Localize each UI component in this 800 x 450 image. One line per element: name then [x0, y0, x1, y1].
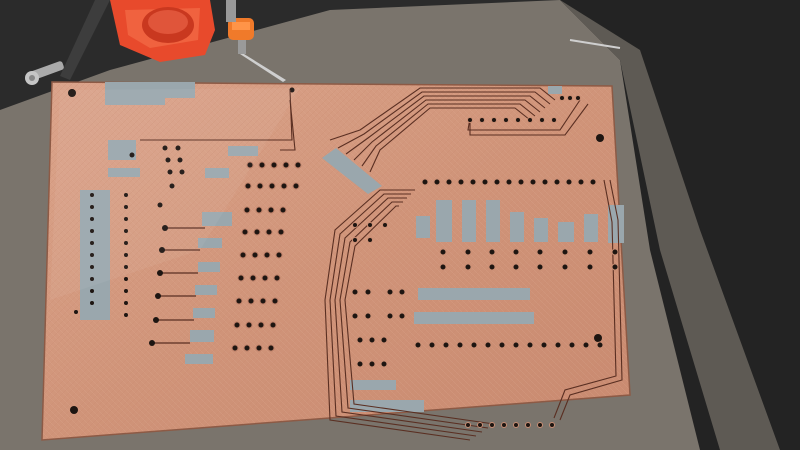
- mounting-hole: [594, 334, 602, 342]
- bottom-header-row: [414, 341, 604, 349]
- top-header-row: [467, 95, 581, 123]
- left-dip-footprint: [74, 193, 128, 317]
- signal-bus-traces: [140, 87, 623, 441]
- engraving-bit: [226, 0, 286, 82]
- bottom-edge-row: [465, 422, 555, 428]
- mid-left-pads: [351, 222, 406, 368]
- probe-needle: [569, 39, 621, 49]
- screw: [25, 61, 64, 85]
- header-pad-grid: [231, 161, 302, 352]
- mounting-hole: [70, 406, 78, 414]
- connector-pad-columns: [439, 248, 619, 271]
- mounting-hole: [596, 134, 604, 142]
- resistor-rows: [152, 227, 205, 344]
- board-highlight: [50, 88, 300, 300]
- middle-header-row: [421, 178, 597, 186]
- resistor-pads: [149, 225, 168, 346]
- exposed-substrate-areas: [80, 82, 624, 412]
- top-left-holes: [129, 87, 295, 208]
- felt-mat-fold: [560, 0, 780, 450]
- bit-holder: [110, 0, 215, 62]
- mounting-hole: [68, 89, 76, 97]
- tool-handle: [60, 0, 110, 80]
